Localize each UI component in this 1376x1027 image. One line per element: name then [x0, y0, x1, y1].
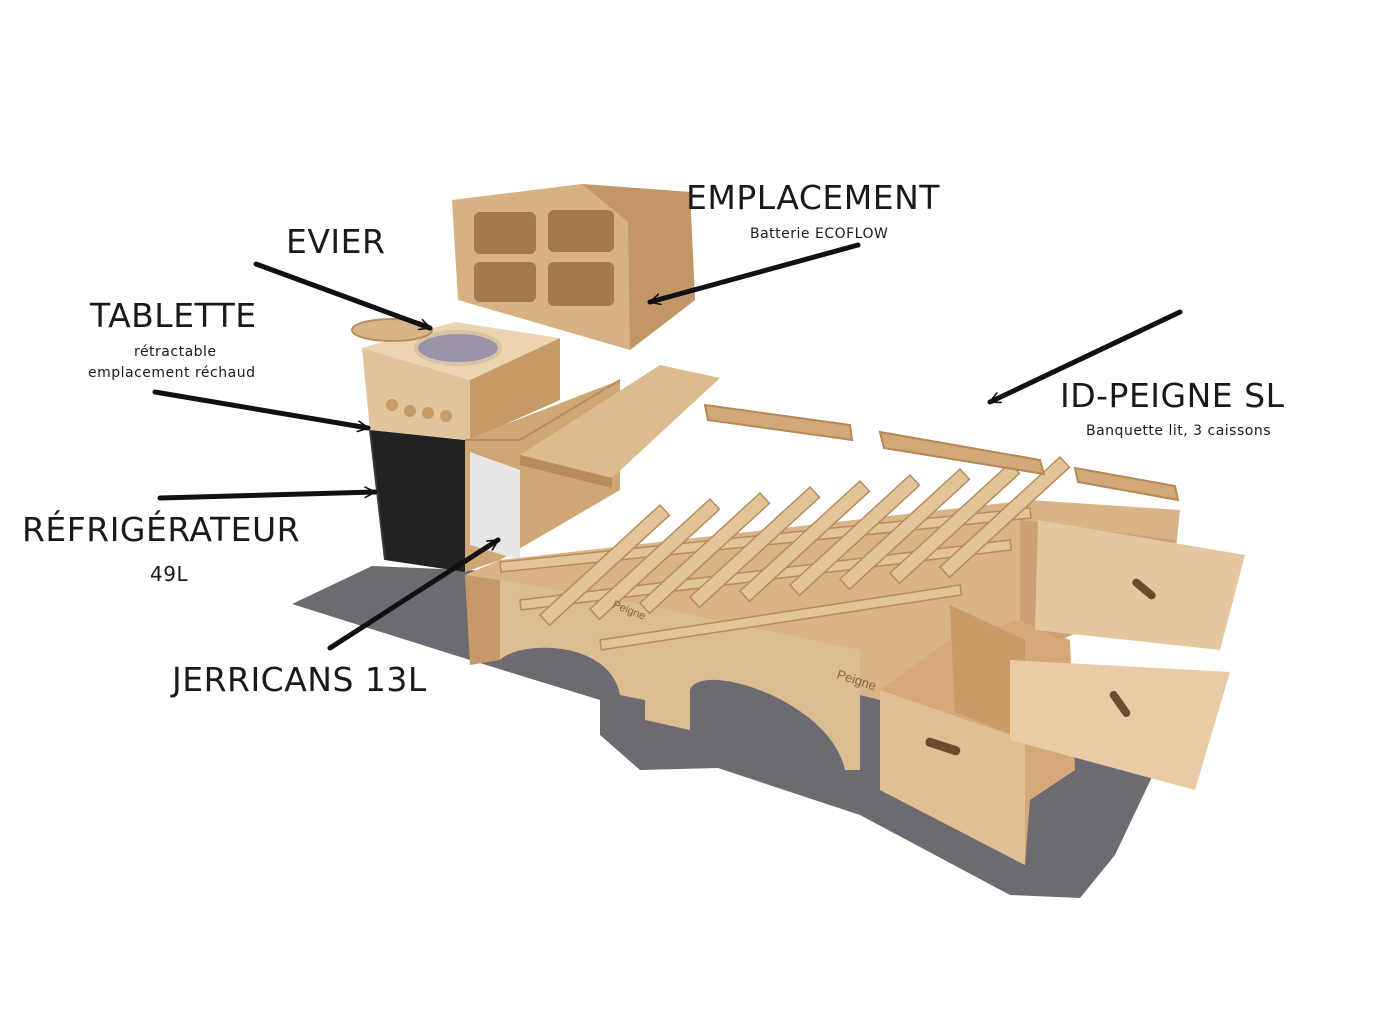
arrows	[152, 242, 1183, 651]
arrow-jerricans	[327, 537, 501, 651]
slat	[738, 479, 871, 603]
label-tablette-title: TABLETTE	[90, 296, 257, 335]
slat	[588, 497, 721, 621]
arrow-emplacement	[647, 242, 861, 306]
arrow-tablette	[152, 389, 371, 433]
label-tablette-subtitle-2: emplacement réchaud	[88, 365, 256, 381]
label-id-peigne-subtitle: Banquette lit, 3 caissons	[1086, 423, 1271, 439]
label-id-peigne-title: ID-PEIGNE SL	[1060, 376, 1285, 415]
label-jerricans-title: JERRICANS 13L	[172, 660, 427, 699]
refrigerator	[369, 429, 465, 572]
slat	[688, 485, 821, 609]
slat	[599, 584, 963, 651]
arrow-refrigerateur	[157, 486, 378, 501]
bed-slats	[499, 455, 1071, 651]
storage-boxes	[880, 520, 1245, 865]
fold-top-left	[520, 365, 720, 478]
label-tablette-subtitle-1: rétractable	[134, 344, 217, 360]
arrow-id-peigne	[987, 309, 1183, 405]
slat	[538, 503, 671, 627]
slat	[938, 455, 1071, 579]
sink-basin	[414, 330, 502, 366]
label-emplacement-subtitle: Batterie ECOFLOW	[750, 226, 889, 242]
label-refrigerateur-title: RÉFRIGÉRATEUR	[22, 510, 301, 549]
arrow-evier	[253, 261, 433, 331]
slat	[638, 491, 771, 615]
top-rails	[703, 403, 1180, 502]
label-evier-title: EVIER	[286, 222, 386, 261]
sink-cabinet	[351, 318, 560, 440]
label-emplacement-title: EMPLACEMENT	[686, 178, 940, 217]
slat	[788, 473, 921, 597]
label-refrigerateur-subtitle: 49L	[150, 562, 189, 586]
slat	[888, 461, 1021, 585]
slat	[838, 467, 971, 591]
shelving-unit	[452, 184, 695, 350]
